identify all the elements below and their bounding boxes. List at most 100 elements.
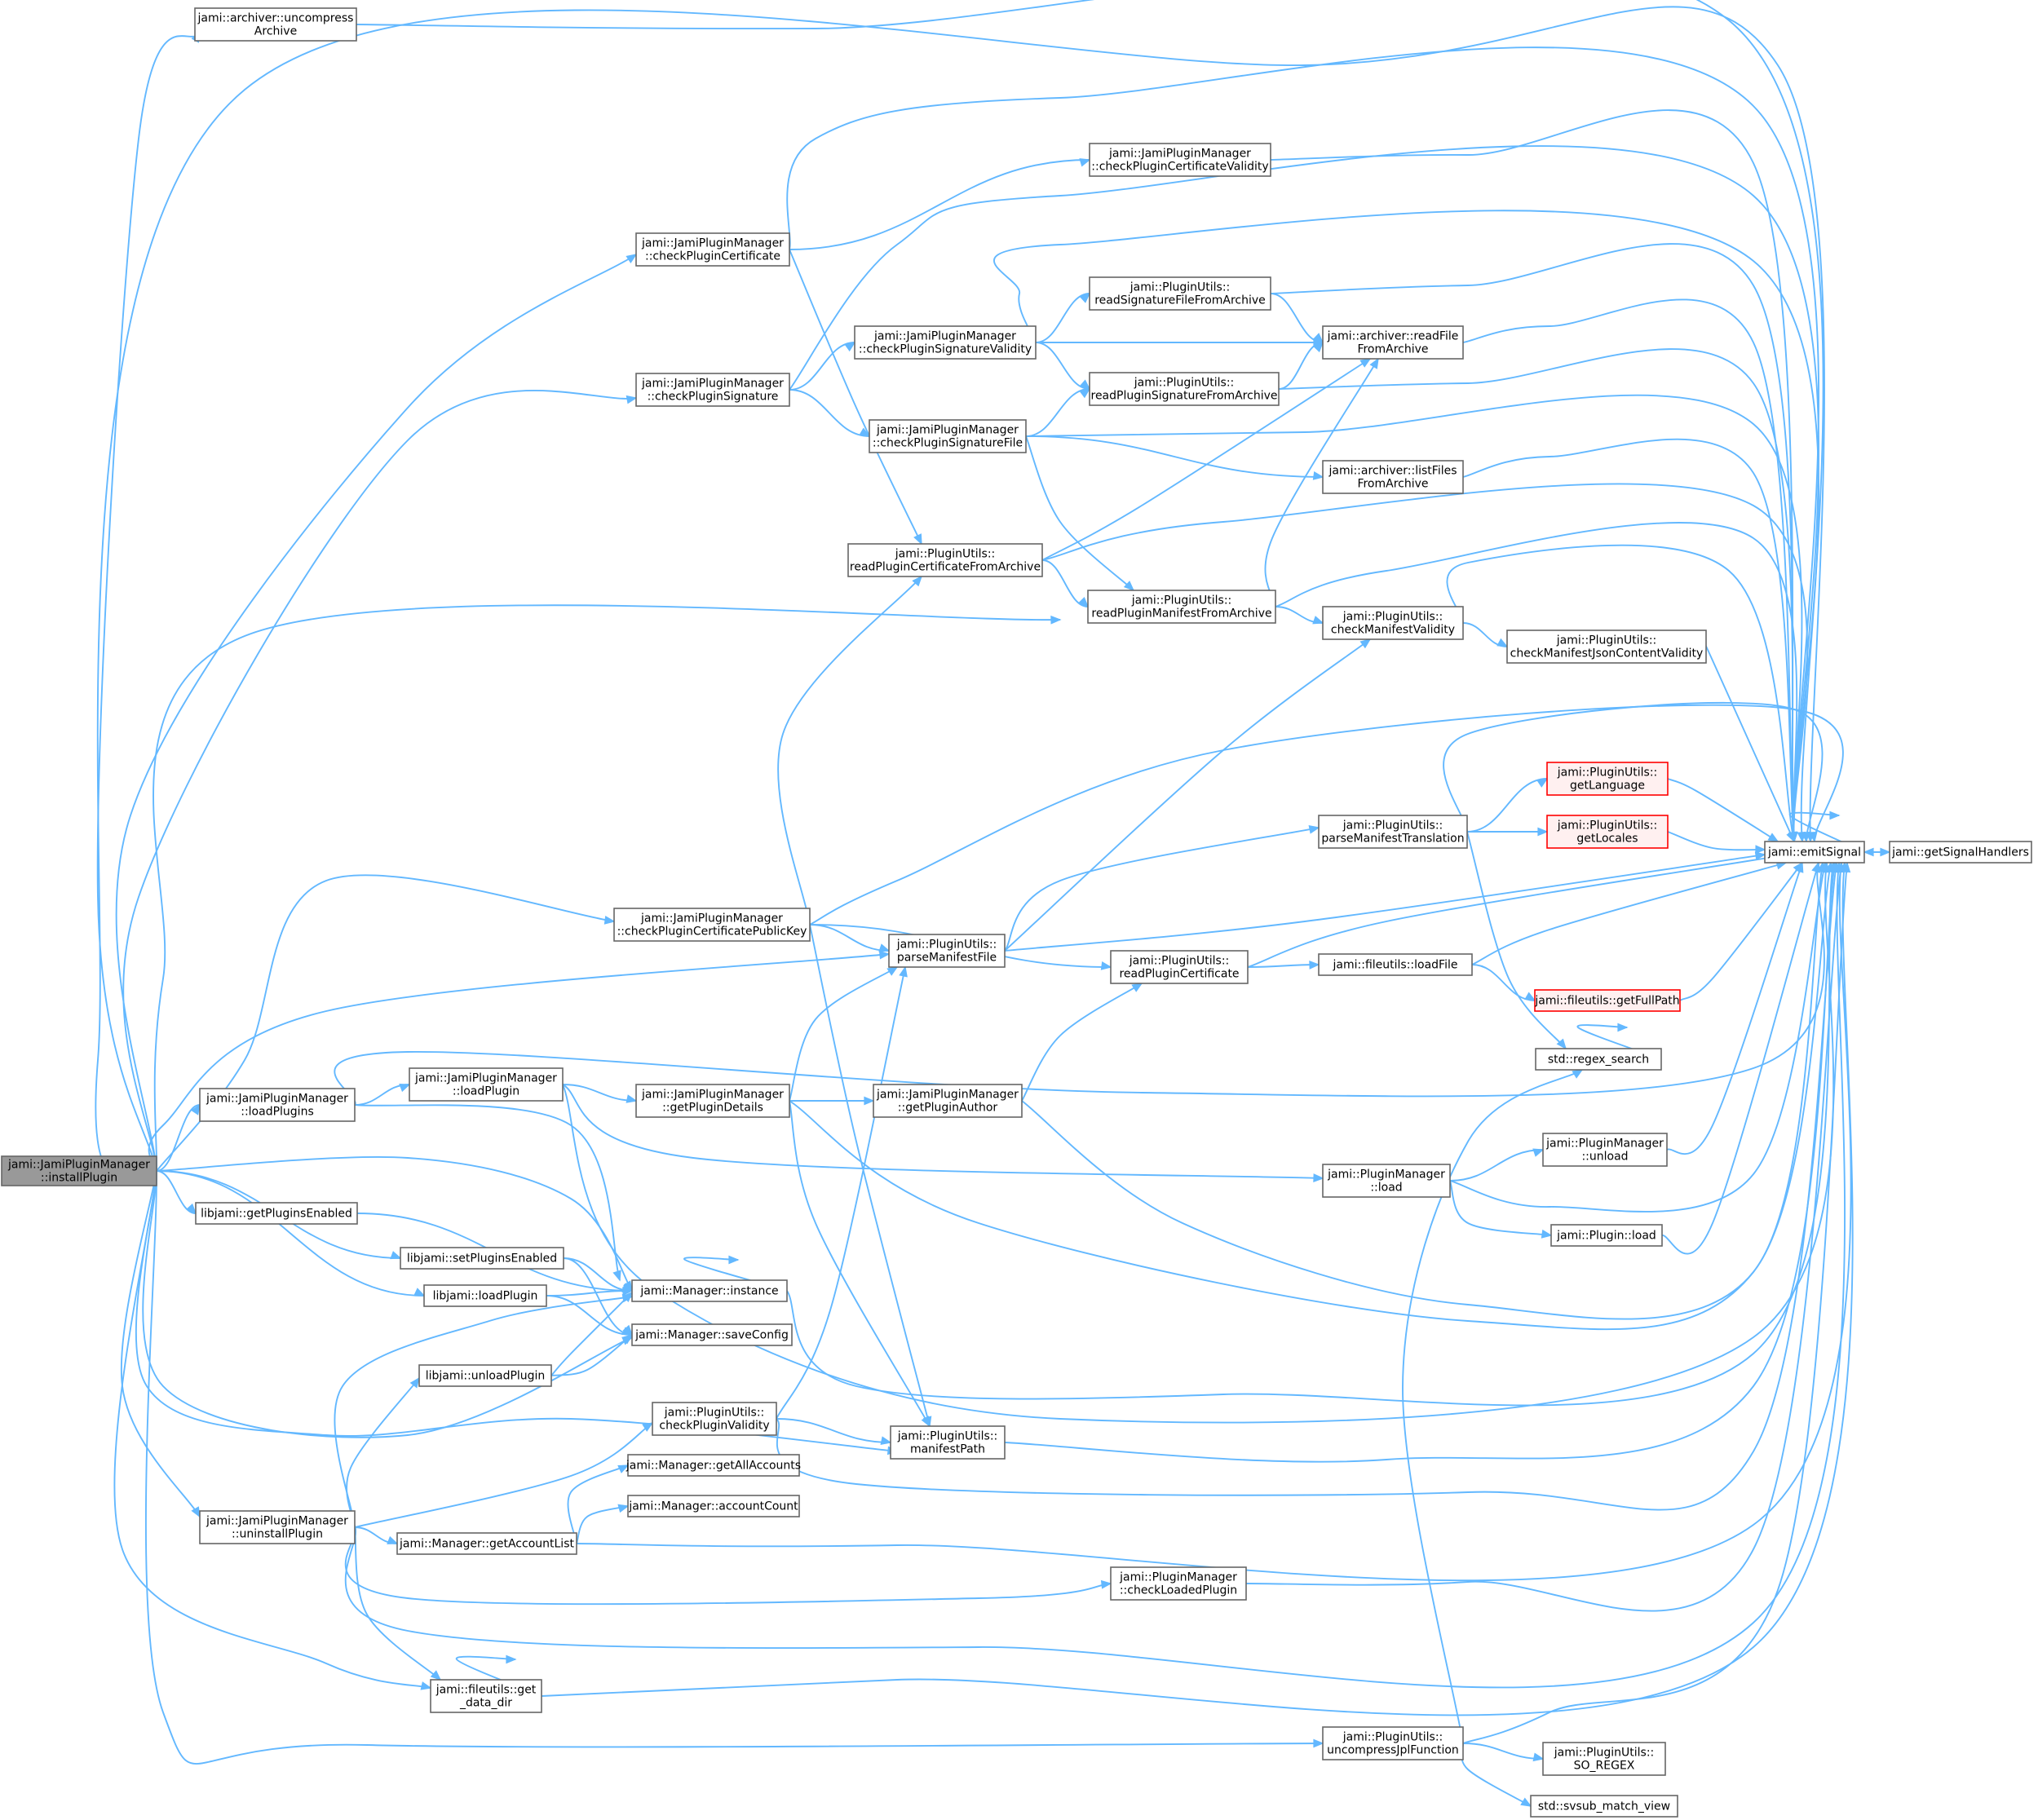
node-label: ::loadPlugins: [241, 1106, 314, 1119]
node-checkPluginSignature[interactable]: jami::JamiPluginManager::checkPluginSign…: [635, 373, 790, 407]
call-edge-checkPluginValidity-to-parseManifestFile: [776, 966, 906, 1420]
node-getSignalHandlers[interactable]: jami::getSignalHandlers: [1889, 841, 2032, 864]
arrowhead-icon: [1313, 341, 1324, 353]
call-edge-setPluginsEnabled-to-saveConfig: [563, 1257, 633, 1336]
node-uncompressJplFunction[interactable]: jami::PluginUtils::uncompressJplFunction: [1322, 1726, 1464, 1760]
node-setPluginsEnabled[interactable]: libjami::setPluginsEnabled: [400, 1247, 564, 1270]
arrowhead-icon: [1079, 388, 1091, 399]
node-libLoadPlugin[interactable]: libjami::loadPlugin: [423, 1284, 547, 1307]
call-edge-uncompressJplFunction-to-emitSignal: [1462, 862, 1848, 1744]
arrowhead-icon: [1863, 847, 1874, 857]
call-edge-getPluginDetails-to-emitSignal: [789, 862, 1832, 1331]
node-label: ::load: [1370, 1182, 1402, 1195]
node-label: jami::PluginUtils::: [1129, 955, 1230, 968]
node-getPluginAuthor[interactable]: jami::JamiPluginManager::getPluginAuthor: [873, 1084, 1023, 1118]
node-getFullPath[interactable]: jami::fileutils::getFullPath: [1534, 989, 1681, 1012]
node-checkPluginCertificate[interactable]: jami::JamiPluginManager::checkPluginCert…: [635, 232, 790, 267]
call-edge-loadFile-to-getFullPath: [1471, 964, 1536, 1001]
node-readPluginCertificate[interactable]: jami::PluginUtils::readPluginCertificate: [1110, 950, 1249, 984]
node-box: [1110, 950, 1249, 984]
node-loadPlugins[interactable]: jami::JamiPluginManager::loadPlugins: [199, 1088, 356, 1122]
node-label: jami::PluginUtils::: [1130, 281, 1231, 294]
arrowhead-icon: [1100, 961, 1112, 970]
node-readPluginManifestFromArchive[interactable]: jami::PluginUtils::readPluginManifestFro…: [1087, 590, 1276, 624]
arrowhead-icon: [603, 916, 616, 925]
node-soRegex[interactable]: jami::PluginUtils::SO_REGEX: [1542, 1742, 1666, 1776]
node-parseManifestFile[interactable]: jami::PluginUtils::parseManifestFile: [888, 934, 1006, 968]
call-edge-readPluginManifestFromArchive-to-emitSignal: [1275, 522, 1798, 842]
call-edge-install-to-getPluginsEnabled: [156, 1170, 197, 1214]
node-checkManifestValidity[interactable]: jami::PluginUtils::checkManifestValidity: [1322, 606, 1464, 640]
node-accountCount[interactable]: jami::Manager::accountCount: [627, 1495, 800, 1517]
node-box: [396, 1532, 577, 1555]
arrowhead-icon: [387, 1535, 399, 1544]
call-edge-pmLoad-to-emitSignal: [1449, 862, 1826, 1213]
node-label: parseManifestTranslation: [1321, 833, 1464, 846]
node-getPluginsEnabled[interactable]: libjami::getPluginsEnabled: [195, 1202, 358, 1225]
call-edge-loadPlugins-to-managerInstance: [354, 1104, 621, 1281]
node-label: ::checkPluginCertificatePublicKey: [617, 925, 807, 939]
node-pmLoad[interactable]: jami::PluginManager::load: [1322, 1164, 1451, 1198]
arrowhead-icon: [612, 1270, 621, 1282]
call-edge-checkPluginCertificate-to-checkPluginCertificateValidity: [789, 159, 1090, 250]
node-readPluginCertificateFromArchive[interactable]: jami::PluginUtils::readPluginCertificate…: [847, 543, 1043, 577]
node-loadFile[interactable]: jami::fileutils::loadFile: [1318, 953, 1473, 976]
call-edge-managerInstance-to-emitSignal: [786, 862, 1834, 1407]
node-box: [1089, 372, 1280, 406]
arrowhead-icon: [1308, 825, 1320, 834]
node-readSignatureFileFromArchive[interactable]: jami::PluginUtils::readSignatureFileFrom…: [1089, 276, 1271, 311]
node-checkManifestJsonContentValidity[interactable]: jami::PluginUtils::checkManifestJsonCont…: [1506, 629, 1707, 664]
node-label: ::uninstallPlugin: [232, 1528, 323, 1541]
node-box: [1322, 325, 1464, 360]
node-emitSignal[interactable]: jami::emitSignal: [1764, 841, 1865, 864]
node-saveConfig[interactable]: jami::Manager::saveConfig: [631, 1323, 793, 1346]
call-edge-checkPluginSignatureFile-to-readPluginSignatureFromArchive: [1025, 388, 1090, 437]
node-managerInstance[interactable]: jami::Manager::instance: [631, 1279, 788, 1302]
node-getAccountList[interactable]: jami::Manager::getAccountList: [396, 1532, 577, 1555]
node-getDataDir[interactable]: jami::fileutils::get_data_dir: [430, 1679, 542, 1713]
node-pluginLoad[interactable]: jami::Plugin::load: [1550, 1224, 1663, 1247]
node-checkPluginCertificateValidity[interactable]: jami::JamiPluginManager::checkPluginCert…: [1089, 143, 1271, 177]
node-checkPluginSignatureFile[interactable]: jami::JamiPluginManager::checkPluginSign…: [869, 419, 1027, 453]
call-edge-checkPluginCertificatePublicKey-to-emitSignal: [809, 704, 1844, 925]
call-edge-install-to-uninstallPlugin: [120, 1170, 201, 1517]
node-box: [1318, 815, 1468, 849]
node-libUnloadPlugin[interactable]: libjami::unloadPlugin: [418, 1364, 552, 1387]
node-label: jami::JamiPluginManager: [1108, 148, 1251, 161]
node-getLocales[interactable]: jami::PluginUtils::getLocales: [1546, 815, 1669, 849]
node-parseManifestTranslation[interactable]: jami::PluginUtils::parseManifestTranslat…: [1318, 815, 1468, 849]
arrowhead-icon: [921, 1416, 931, 1428]
node-uninstallPlugin[interactable]: jami::JamiPluginManager::uninstallPlugin: [199, 1510, 356, 1544]
node-label: ::getPluginDetails: [662, 1102, 763, 1115]
node-label: getLanguage: [1570, 780, 1645, 793]
node-label: jami::PluginUtils::: [1342, 1731, 1443, 1744]
node-label: ::checkPluginSignatureFile: [873, 437, 1023, 450]
call-edge-readPluginCertificateFromArchive-to-readFileFromArchive: [1041, 358, 1371, 561]
node-jpmLoadPlugin[interactable]: jami::JamiPluginManager::loadPlugin: [409, 1067, 564, 1102]
node-getPluginDetails[interactable]: jami::JamiPluginManager::getPluginDetail…: [635, 1084, 790, 1118]
node-svsubMatchView[interactable]: std::svsub_match_view: [1530, 1795, 1678, 1818]
node-pmUnload[interactable]: jami::PluginManager::unload: [1542, 1133, 1668, 1167]
node-label: _data_dir: [459, 1697, 512, 1710]
arrowhead-icon: [1369, 357, 1379, 369]
node-checkLoadedPlugin[interactable]: jami::PluginManager::checkLoadedPlugin: [1110, 1566, 1247, 1601]
node-getLanguage[interactable]: jami::PluginUtils::getLanguage: [1546, 762, 1669, 796]
arrowhead-icon: [399, 1083, 411, 1093]
node-install[interactable]: jami::JamiPluginManager::installPlugin: [1, 1155, 157, 1186]
arrowhead-icon: [728, 1255, 740, 1265]
node-box: [635, 373, 790, 407]
node-box: [1322, 606, 1464, 640]
node-checkPluginValidity[interactable]: jami::PluginUtils::checkPluginValidity: [652, 1402, 777, 1436]
node-checkPluginCertificatePublicKey[interactable]: jami::JamiPluginManager::checkPluginCert…: [613, 908, 811, 942]
node-manifestPath[interactable]: jami::PluginUtils::manifestPath: [890, 1425, 1006, 1460]
node-checkPluginSignatureValidity[interactable]: jami::JamiPluginManager::checkPluginSign…: [854, 325, 1037, 360]
node-readPluginSignatureFromArchive[interactable]: jami::PluginUtils::readPluginSignatureFr…: [1089, 372, 1280, 406]
node-regexSearch[interactable]: std::regex_search: [1535, 1048, 1662, 1071]
node-label: jami::JamiPluginManager: [414, 1072, 557, 1085]
node-getAllAccounts[interactable]: jami::Manager::getAllAccounts: [626, 1454, 801, 1477]
node-label: jami::JamiPluginManager: [640, 912, 783, 925]
call-edge-pmLoad-to-pmUnload: [1449, 1149, 1544, 1182]
